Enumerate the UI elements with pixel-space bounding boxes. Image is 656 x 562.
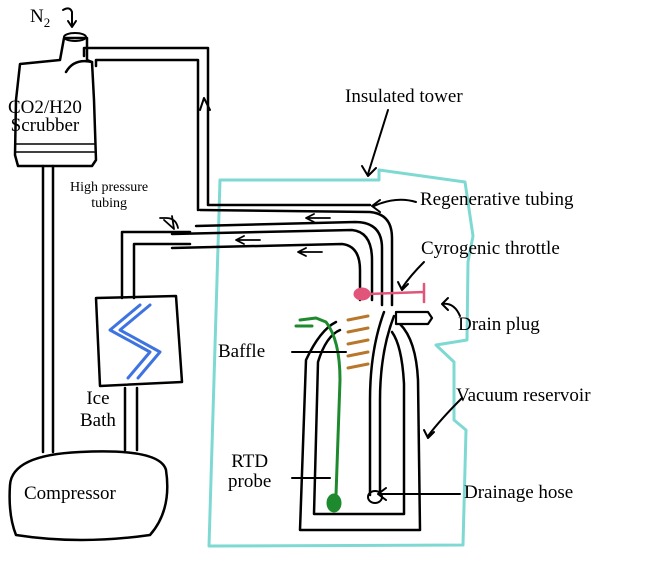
- high-pressure-tubing: [170, 228, 374, 302]
- high-pressure-label-line1: High pressure: [70, 180, 149, 195]
- n2-inlet-arrow: [62, 7, 73, 26]
- drain-plug: [394, 310, 434, 326]
- ice-bath-zigzag-coil: [108, 303, 162, 380]
- compressor-body: [8, 450, 169, 542]
- arrow-cryogenic-throttle: [397, 261, 425, 291]
- compressor-to-icebath-tube: [123, 386, 139, 452]
- regenerative-tubing-label: Regenerative tubing: [420, 189, 574, 210]
- compressor-label: Compressor: [24, 483, 116, 504]
- scrubber-label: CO2/H20 Scrubber: [8, 97, 82, 136]
- insulated-tower-outline: [207, 168, 475, 548]
- drainage-hose: [368, 310, 396, 497]
- high-pressure-label-line2: tubing: [91, 196, 127, 211]
- arrow-vacuum-reservoir: [423, 397, 463, 439]
- drain-plug-label: Drain plug: [458, 314, 540, 335]
- ice-bath-label-line1: Ice: [86, 388, 110, 409]
- high-pressure-tubing-label: High pressure tubing: [70, 180, 148, 212]
- rtd-probe-label: RTD probe: [228, 452, 271, 492]
- vacuum-reservoir: [298, 320, 422, 532]
- regenerative-tubing: [194, 208, 394, 307]
- ice-bath-label-line2: Bath: [80, 410, 116, 431]
- drainage-hose-label: Drainage hose: [464, 482, 574, 503]
- n2-label: N2: [30, 6, 51, 30]
- return-line-top: [82, 46, 372, 212]
- icebath-to-highpressure-tube: [120, 230, 192, 300]
- vacuum-reservoir-label: Vacuum reservoir: [456, 385, 591, 406]
- scrubber-vessel: [13, 32, 98, 168]
- rtd-label-line1: RTD: [231, 451, 269, 472]
- rtd-label-line2: probe: [228, 471, 272, 492]
- scrubber-label-line1: CO2/H20: [8, 97, 82, 118]
- arrow-insulated-tower: [361, 109, 389, 177]
- insulated-tower-label: Insulated tower: [345, 86, 463, 107]
- baffle-label: Baffle: [218, 341, 266, 362]
- ice-bath-label: Ice Bath: [80, 388, 116, 432]
- arrow-drainage-hose: [377, 487, 461, 501]
- rtd-probe: [298, 316, 342, 497]
- baffle-coil: [346, 314, 370, 370]
- scrubber-label-line2: Scrubber: [10, 115, 80, 136]
- cryogenic-throttle-label: Cyrogenic throttle: [421, 238, 560, 259]
- scrubber-to-compressor-tube: [41, 164, 55, 454]
- arrow-drain-plug: [441, 297, 461, 317]
- arrow-regenerative-tubing: [371, 198, 417, 213]
- cryogenic-throttle: [353, 282, 426, 304]
